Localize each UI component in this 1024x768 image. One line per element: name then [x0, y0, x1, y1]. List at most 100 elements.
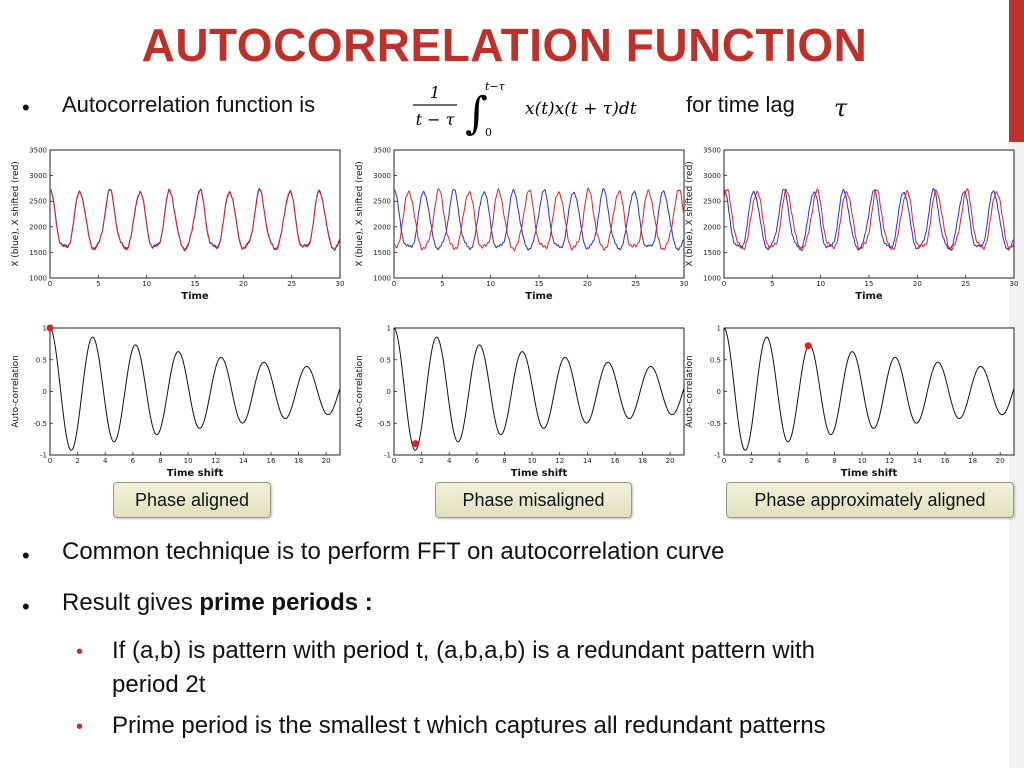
- y-tick-label: -0.5: [33, 420, 47, 428]
- x-tick-label: 4: [103, 457, 108, 465]
- x-tick-label: 16: [610, 457, 619, 465]
- x-tick-label: 0: [722, 280, 726, 288]
- y-tick-label: -1: [384, 452, 391, 460]
- side-strip: [1009, 142, 1024, 768]
- bullet-dot: •: [22, 594, 30, 619]
- x-axis-label: Time: [525, 291, 553, 302]
- sub-bullet-redundant-line2: period 2t: [112, 671, 206, 698]
- x-tick-label: 14: [239, 457, 248, 465]
- y-tick-label: 1500: [703, 249, 721, 257]
- integral-lower: 0: [485, 126, 492, 139]
- y-tick-label: 2000: [373, 223, 391, 231]
- lag-marker: [804, 342, 812, 350]
- y-tick-label: 2500: [29, 198, 47, 206]
- x-tick-label: 30: [1010, 280, 1019, 288]
- x-tick-label: 0: [48, 280, 52, 288]
- x-tick-label: 10: [486, 280, 495, 288]
- lag-marker: [46, 324, 54, 332]
- x-axis-label: Time shift: [511, 468, 568, 479]
- bullet-fft: Common technique is to perform FFT on au…: [62, 538, 725, 565]
- x-tick-label: 15: [191, 280, 200, 288]
- x-tick-label: 18: [638, 457, 647, 465]
- sub-bullet-redundant-line1: If (a,b) is pattern with period t, (a,b,…: [112, 637, 816, 664]
- x-tick-label: 12: [555, 457, 564, 465]
- x-axis-label: Time: [181, 291, 209, 302]
- x-tick-label: 2: [749, 457, 753, 465]
- intro-suffix: for time lag: [686, 92, 795, 117]
- sub-bullet-prime-def: Prime period is the smallest t which cap…: [112, 712, 826, 739]
- x-tick-label: 6: [805, 457, 810, 465]
- plot-frame: [49, 327, 341, 456]
- integral-sign: ∫: [465, 88, 488, 139]
- autocorrelation-line: [393, 327, 685, 451]
- x-tick-label: 0: [392, 280, 396, 288]
- x-tick-label: 2: [419, 457, 423, 465]
- y-tick-label: 2000: [29, 223, 47, 231]
- y-axis-label: X (blue), X shifted (red): [685, 161, 695, 267]
- x-tick-label: 5: [770, 280, 774, 288]
- x-tick-label: 16: [266, 457, 275, 465]
- y-axis-label: Auto-correlation: [11, 355, 21, 428]
- x-tick-label: 8: [158, 457, 162, 465]
- formula-numerator: 1: [430, 83, 440, 102]
- y-tick-label: 1500: [29, 249, 47, 257]
- y-tick-label: 0: [387, 388, 391, 396]
- bullet-prime-periods: Result gives prime periods :: [62, 589, 373, 617]
- slide-title: AUTOCORRELATION FUNCTION: [141, 19, 868, 71]
- accent-bar: [1009, 0, 1024, 142]
- x-tick-label: 0: [48, 457, 52, 465]
- intro-text: Autocorrelation function is: [62, 92, 316, 117]
- y-tick-label: 0: [717, 388, 721, 396]
- tau-symbol: τ: [834, 94, 848, 122]
- x-tick-label: 2: [75, 457, 79, 465]
- y-tick-label: 1000: [703, 275, 721, 283]
- x-tick-label: 10: [858, 457, 867, 465]
- x-tick-label: 10: [528, 457, 537, 465]
- x-tick-label: 10: [184, 457, 193, 465]
- y-tick-label: 1: [43, 325, 47, 333]
- y-tick-label: 1500: [373, 249, 391, 257]
- y-axis-label: X (blue), X shifted (red): [11, 161, 21, 267]
- x-axis-label: Time: [855, 291, 883, 302]
- series-x-shifted-line: [49, 188, 341, 252]
- series-x-line: [723, 187, 1015, 251]
- x-axis-label: Time shift: [167, 468, 224, 479]
- x-tick-label: 20: [913, 280, 922, 288]
- y-tick-label: -1: [714, 452, 721, 460]
- bullet-dot: •: [22, 543, 30, 568]
- x-tick-label: 25: [287, 280, 296, 288]
- x-tick-label: 20: [996, 457, 1005, 465]
- x-tick-label: 0: [392, 457, 396, 465]
- x-tick-label: 12: [211, 457, 220, 465]
- y-axis-label: Auto-correlation: [355, 355, 365, 428]
- x-tick-label: 18: [294, 457, 303, 465]
- integral-upper: t−τ: [485, 80, 506, 93]
- x-tick-label: 8: [502, 457, 506, 465]
- x-tick-label: 6: [131, 457, 136, 465]
- y-tick-label: 3000: [373, 172, 391, 180]
- autocorrelation-line: [723, 327, 1015, 451]
- series-x-line: [393, 187, 685, 251]
- x-tick-label: 4: [447, 457, 452, 465]
- x-tick-label: 14: [913, 457, 922, 465]
- x-tick-label: 10: [142, 280, 151, 288]
- x-tick-label: 18: [968, 457, 977, 465]
- y-tick-label: 1: [387, 325, 391, 333]
- y-tick-label: 1: [717, 325, 721, 333]
- y-tick-label: -0.5: [707, 420, 721, 428]
- lag-marker: [411, 440, 419, 448]
- autocorrelation-line: [49, 327, 341, 451]
- x-tick-label: 20: [666, 457, 675, 465]
- sub-bullet-dot: •: [76, 716, 84, 738]
- x-tick-label: 5: [96, 280, 100, 288]
- bullet-prime-prefix: Result gives: [62, 589, 200, 616]
- formula-denominator: t − τ: [416, 110, 456, 129]
- x-tick-label: 5: [440, 280, 444, 288]
- y-tick-label: -0.5: [377, 420, 391, 428]
- y-tick-label: 1000: [29, 275, 47, 283]
- phase-approx-aligned-label: Phase approximately aligned: [726, 482, 1014, 518]
- x-tick-label: 30: [336, 280, 345, 288]
